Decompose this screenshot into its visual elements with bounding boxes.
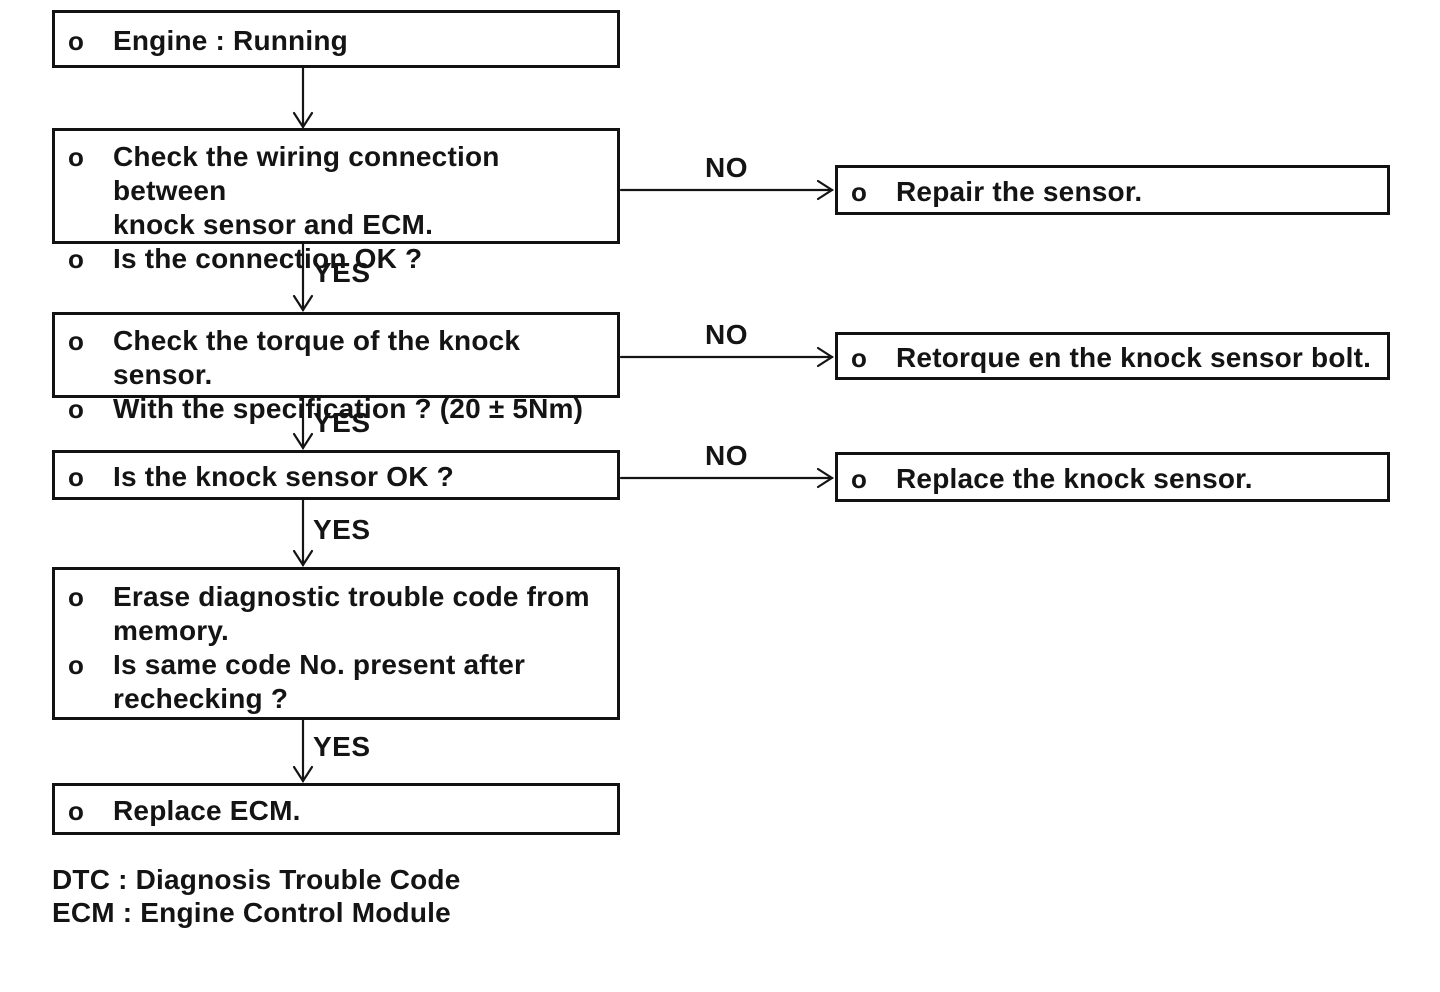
bullet-marker: o bbox=[68, 796, 85, 826]
yes-label: YES bbox=[313, 257, 371, 288]
legend-line-dtc: DTC : Diagnosis Trouble Code bbox=[52, 864, 461, 895]
step-item: o Erase diagnostic trouble code from mem… bbox=[68, 580, 603, 648]
bullet-marker: o bbox=[68, 326, 85, 356]
no-label: NO bbox=[705, 440, 748, 471]
legend-line-ecm: ECM : Engine Control Module bbox=[52, 897, 451, 928]
action-item: o Retorque en the knock sensor bolt. bbox=[851, 341, 1373, 375]
step-text: Is same code No. present after recheckin… bbox=[113, 649, 526, 714]
step-text: Engine : Running bbox=[113, 25, 348, 56]
no-label: NO bbox=[705, 152, 748, 183]
bullet-marker: o bbox=[68, 142, 85, 172]
step-item: o Replace ECM. bbox=[68, 794, 603, 828]
bullet-marker: o bbox=[68, 394, 85, 424]
step-box-erase-dtc: o Erase diagnostic trouble code from mem… bbox=[52, 567, 620, 720]
bullet-marker: o bbox=[851, 177, 868, 207]
step-box-replace-ecm: o Replace ECM. bbox=[52, 783, 620, 835]
action-text: Retorque en the knock sensor bolt. bbox=[896, 342, 1372, 373]
step-box-check-wiring: o Check the wiring connection between kn… bbox=[52, 128, 620, 274]
bullet-marker: o bbox=[68, 462, 85, 492]
step-item: o Is the connection OK ? bbox=[68, 242, 603, 276]
step-text: Is the knock sensor OK ? bbox=[113, 461, 454, 492]
step-item: o Check the wiring connection between kn… bbox=[68, 140, 603, 242]
bullet-marker: o bbox=[68, 650, 85, 680]
step-text: Erase diagnostic trouble code from memor… bbox=[113, 581, 590, 646]
step-text: Check the torque of the knock sensor. bbox=[113, 325, 521, 390]
yes-label: YES bbox=[313, 407, 371, 438]
step-item: o Engine : Running bbox=[68, 24, 603, 58]
bullet-marker: o bbox=[68, 26, 85, 56]
action-box-repair-sensor: o Repair the sensor. bbox=[835, 165, 1390, 215]
action-box-replace-sensor: o Replace the knock sensor. bbox=[835, 452, 1390, 502]
yes-label: YES bbox=[313, 514, 371, 545]
bullet-marker: o bbox=[851, 464, 868, 494]
yes-label: YES bbox=[313, 731, 371, 762]
step-text: Replace ECM. bbox=[113, 795, 301, 826]
step-item: o Is same code No. present after recheck… bbox=[68, 648, 603, 716]
bullet-marker: o bbox=[851, 343, 868, 373]
action-item: o Repair the sensor. bbox=[851, 175, 1373, 209]
bullet-marker: o bbox=[68, 582, 85, 612]
bullet-marker: o bbox=[68, 244, 85, 274]
action-box-retorque-bolt: o Retorque en the knock sensor bolt. bbox=[835, 332, 1390, 380]
action-text: Replace the knock sensor. bbox=[896, 463, 1253, 494]
step-box-sensor-ok: o Is the knock sensor OK ? bbox=[52, 450, 620, 500]
step-text: Check the wiring connection between knoc… bbox=[113, 141, 500, 240]
step-box-check-torque: o Check the torque of the knock sensor. … bbox=[52, 312, 620, 424]
action-item: o Replace the knock sensor. bbox=[851, 462, 1373, 496]
step-item: o Check the torque of the knock sensor. bbox=[68, 324, 603, 392]
step-item: o With the specification ? (20 ± 5Nm) bbox=[68, 392, 603, 426]
step-box-engine-running: o Engine : Running bbox=[52, 10, 620, 68]
action-text: Repair the sensor. bbox=[896, 176, 1143, 207]
step-item: o Is the knock sensor OK ? bbox=[68, 460, 603, 494]
step-text: Is the connection OK ? bbox=[113, 243, 423, 274]
step-text: With the specification ? (20 ± 5Nm) bbox=[113, 393, 584, 424]
no-label: NO bbox=[705, 319, 748, 350]
